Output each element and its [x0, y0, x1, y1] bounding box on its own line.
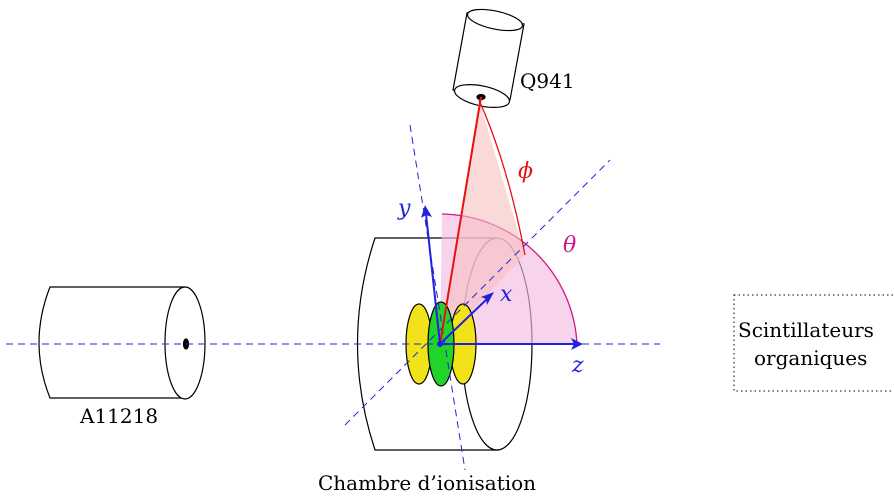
- z-arrowhead: [571, 338, 583, 350]
- y-axis: [425, 213, 441, 345]
- phi-direction-line: [439, 96, 482, 345]
- theta-label: θ: [563, 233, 576, 258]
- scintillators-label-line2: organiques: [754, 346, 867, 370]
- phi-label: ϕ: [518, 159, 533, 184]
- z-axis-label: z: [571, 353, 584, 378]
- q941-label: Q941: [520, 69, 575, 93]
- origin-point: [437, 341, 443, 347]
- x-axis-label: x: [500, 282, 513, 307]
- q941-detector: [452, 8, 525, 108]
- coordinate-axes: [421, 205, 583, 350]
- a11218-body: [38, 286, 186, 399]
- a11218-detector: [38, 286, 206, 400]
- y-arrowhead: [421, 205, 432, 218]
- x-dashed-line: [344, 159, 611, 426]
- phi-wedge: [440, 100, 525, 344]
- a11218-label: A11218: [79, 404, 158, 428]
- scintillators-label-line1: Scintillateurs: [738, 318, 874, 342]
- y-dashed-line: [409, 124, 466, 471]
- x-arrowhead: [481, 292, 494, 305]
- x-axis: [439, 297, 489, 345]
- q941-top-face: [466, 8, 524, 32]
- phi-arc: [478, 99, 526, 256]
- scintillators-box: [733, 294, 894, 392]
- chamber-label: Chambre d’ionisation: [318, 471, 536, 495]
- y-axis-label: y: [397, 196, 411, 221]
